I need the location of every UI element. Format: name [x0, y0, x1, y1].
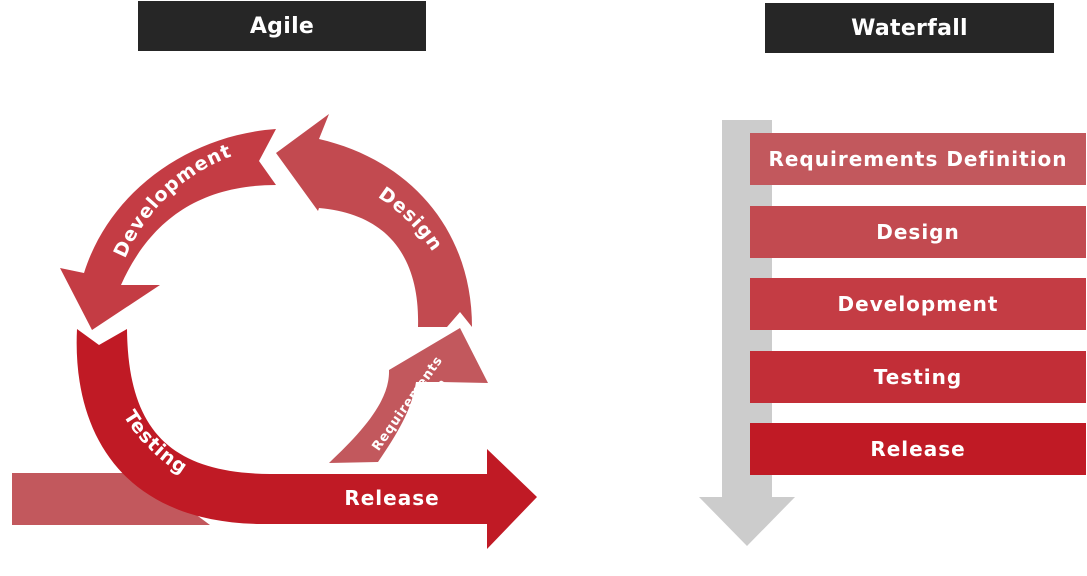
waterfall-stage-requirements: Requirements Definition: [750, 133, 1086, 185]
waterfall-stage-label: Requirements Definition: [768, 147, 1068, 171]
agile-base-block: [12, 473, 210, 525]
design-arc: [276, 114, 472, 327]
waterfall-stage-label: Testing: [873, 365, 963, 389]
agile-header: Agile: [138, 1, 426, 51]
waterfall-stage-label: Design: [876, 220, 960, 244]
waterfall-stage-label: Release: [870, 437, 966, 461]
waterfall-title: Waterfall: [851, 15, 968, 41]
agile-title: Agile: [249, 13, 315, 39]
requirements-arc: [329, 328, 488, 463]
release-label: Release: [344, 486, 439, 510]
waterfall-stage-testing: Testing: [750, 351, 1086, 403]
development-arc: [60, 129, 276, 330]
testing-arc: [76, 329, 538, 549]
waterfall-stage-release: Release: [750, 423, 1086, 475]
waterfall-stage-design: Design: [750, 206, 1086, 258]
waterfall-header: Waterfall: [765, 3, 1054, 53]
waterfall-stage-development: Development: [750, 278, 1086, 330]
waterfall-stage-label: Development: [837, 292, 999, 316]
